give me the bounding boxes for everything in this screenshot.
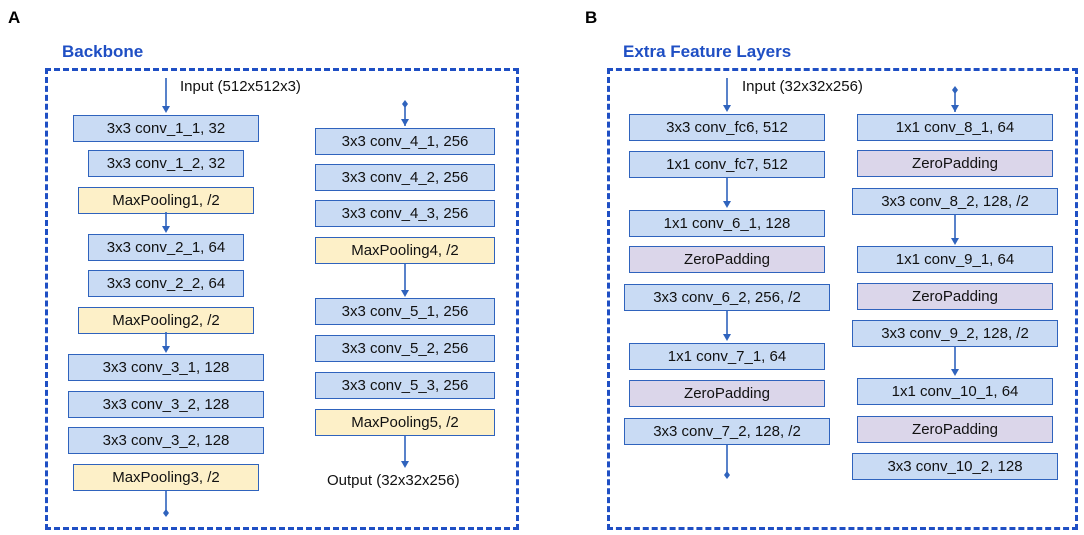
arrowhead-icon: [723, 201, 731, 208]
panel-a-title: Backbone: [62, 42, 144, 61]
extra-layer-block: 1x1 conv_8_1, 64: [857, 114, 1053, 141]
extra-layer-block: ZeroPadding: [857, 150, 1053, 177]
extra-layer-block: 1x1 conv_7_1, 64: [629, 343, 825, 370]
arrowhead-icon: [951, 105, 959, 112]
backbone-layer-block: 3x3 conv_2_2, 64: [88, 270, 244, 297]
backbone-layer-block: 3x3 conv_1_1, 32: [73, 115, 259, 142]
extra-layer-block: 1x1 conv_9_1, 64: [857, 246, 1053, 273]
backbone-layer-block: 3x3 conv_4_2, 256: [315, 164, 495, 191]
arrowhead-icon: [162, 226, 170, 233]
backbone-layer-block: MaxPooling2, /2: [78, 307, 254, 334]
panel-a-letter: A: [8, 8, 21, 27]
backbone-layer-block: 3x3 conv_3_2, 128: [68, 391, 264, 418]
diamond-terminator-icon: [952, 86, 958, 94]
extra-layers-frame: [607, 68, 1078, 530]
backbone-layer-block: 3x3 conv_5_3, 256: [315, 372, 495, 399]
extra-layer-block: 3x3 conv_6_2, 256, /2: [624, 284, 830, 311]
arrowhead-icon: [162, 106, 170, 113]
backbone-layer-block: MaxPooling4, /2: [315, 237, 495, 264]
backbone-layer-block: 3x3 conv_4_3, 256: [315, 200, 495, 227]
backbone-layer-block: 3x3 conv_5_1, 256: [315, 298, 495, 325]
diamond-terminator-icon: [724, 471, 730, 479]
backbone-layer-block: 3x3 conv_4_1, 256: [315, 128, 495, 155]
backbone-layer-block: 3x3 conv_2_1, 64: [88, 234, 244, 261]
backbone-layer-block: MaxPooling5, /2: [315, 409, 495, 436]
backbone-layer-block: MaxPooling3, /2: [73, 464, 259, 491]
backbone-layer-block: 3x3 conv_1_2, 32: [88, 150, 244, 177]
arrowhead-icon: [401, 290, 409, 297]
arrowhead-icon: [162, 346, 170, 353]
diamond-terminator-icon: [163, 509, 169, 517]
extra-layer-block: 3x3 conv_fc6, 512: [629, 114, 825, 141]
extra-layer-block: ZeroPadding: [629, 246, 825, 273]
extra-layer-block: 1x1 conv_fc7, 512: [629, 151, 825, 178]
arrowhead-icon: [951, 238, 959, 245]
extra-layer-block: ZeroPadding: [857, 416, 1053, 443]
backbone-layer-block: 3x3 conv_3_2, 128: [68, 427, 264, 454]
extra-layer-block: 3x3 conv_8_2, 128, /2: [852, 188, 1058, 215]
backbone-layer-block: 3x3 conv_5_2, 256: [315, 335, 495, 362]
extra-layer-block: 3x3 conv_9_2, 128, /2: [852, 320, 1058, 347]
backbone-layer-block: 3x3 conv_3_1, 128: [68, 354, 264, 381]
extra-layer-block: 1x1 conv_6_1, 128: [629, 210, 825, 237]
extra-layer-block: ZeroPadding: [857, 283, 1053, 310]
extra-layers-input-label: Input (32x32x256): [742, 78, 863, 95]
arrowhead-icon: [723, 334, 731, 341]
extra-layer-block: 3x3 conv_10_2, 128: [852, 453, 1058, 480]
extra-layer-block: ZeroPadding: [629, 380, 825, 407]
backbone-frame: [45, 68, 519, 530]
panel-b-title: Extra Feature Layers: [623, 42, 792, 61]
arrowhead-icon: [723, 105, 731, 112]
diamond-terminator-icon: [402, 100, 408, 108]
panel-b-letter: B: [585, 8, 598, 27]
extra-layer-block: 3x3 conv_7_2, 128, /2: [624, 418, 830, 445]
backbone-input-label: Input (512x512x3): [180, 78, 301, 95]
extra-layer-block: 1x1 conv_10_1, 64: [857, 378, 1053, 405]
arrowhead-icon: [401, 461, 409, 468]
backbone-output-label: Output (32x32x256): [327, 472, 460, 489]
arrowhead-icon: [951, 369, 959, 376]
arrowhead-icon: [401, 119, 409, 126]
